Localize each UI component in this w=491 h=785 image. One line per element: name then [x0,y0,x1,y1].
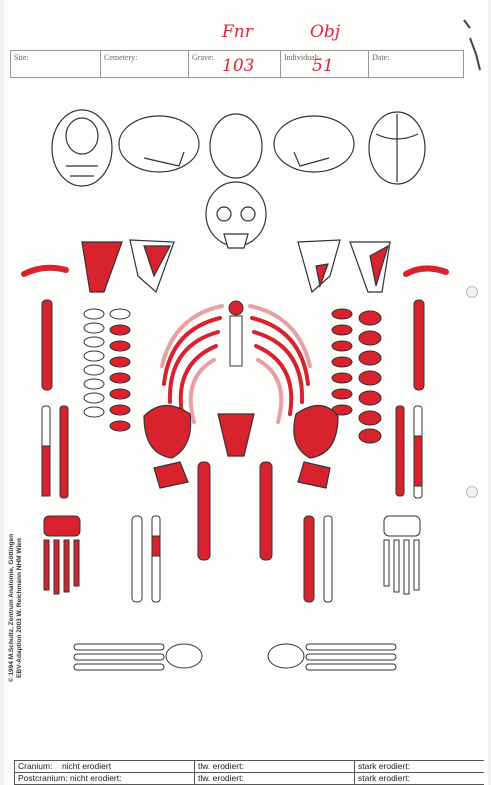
skull-lateral-right-view [119,116,199,172]
skull-frontal-view [210,114,262,178]
femur-left [260,462,272,560]
hand-left [384,516,420,594]
scapula-right-posterior [82,242,122,292]
fibula-right [152,516,160,602]
credits-line-2: EBV-Adaption 2003 W. Reichmann NHM Wien [16,518,24,698]
clavicle-right [24,268,66,274]
row-label: Postcranium: [18,773,68,783]
hand-right [44,516,80,594]
sacrum [218,414,254,456]
vertebral-column-left [332,309,381,443]
skeleton-diagram [4,96,488,696]
skull-inferior-view [52,110,112,186]
fibula-left [324,516,332,602]
header-grave: Grave: [189,51,281,77]
not-eroded: nicht erodiert: [70,773,122,783]
binder-hole-bottom [466,486,478,498]
clavicle-left [406,268,446,274]
humerus-right [42,300,52,390]
handwritten-obj: Obj [310,22,340,42]
foot-right [74,644,202,670]
strongly-eroded: stark erodiert: [354,761,484,772]
tibia-right [132,516,142,602]
radius-left [396,406,404,496]
ilium-left [294,405,338,458]
skull-anterior-view [206,182,266,248]
header-site: Site: [11,51,101,77]
ischium-right [154,462,188,488]
ilium-right [144,405,191,458]
sternum [230,316,242,366]
not-eroded: nicht erodiert [62,761,111,771]
tibia-left [304,516,314,602]
partly-eroded: tlw. erodiert: [194,761,354,772]
header-date: Date: [369,51,463,77]
erosion-row-cranium: Cranium: nicht erodiert tlw. erodiert: s… [14,760,484,772]
femur-right [198,462,210,560]
erosion-table: Cranium: nicht erodiert tlw. erodiert: s… [14,760,484,785]
handwritten-fnr: Fnr [222,22,253,42]
humerus-left [414,300,424,390]
row-label: Cranium: [18,761,52,771]
copyright-credits: © 1994 M.Schultz, Zentrum Anatomie, Gött… [8,518,24,698]
partly-eroded: tlw. erodiert: [194,773,354,784]
ischium-left [298,462,330,488]
skull-superior-view [369,112,425,184]
header-table: Site: Cemetery: Grave: Individual: Date: [10,50,464,78]
recording-sheet: Fnr Obj 103 51 Site: Cemetery: Grave: In… [4,0,488,785]
binder-hole-top [466,286,478,298]
erosion-row-postcranium: Postcranium: nicht erodiert: tlw. erodie… [14,772,484,785]
ulna-right [60,406,68,498]
header-cemetery: Cemetery: [101,51,189,77]
strongly-eroded: stark erodiert: [354,773,484,784]
foot-left [268,644,396,670]
header-individual: Individual: [281,51,369,77]
skull-lateral-left-view [274,116,354,172]
credits-line-1: © 1994 M.Schultz, Zentrum Anatomie, Gött… [8,518,16,698]
vertebral-column-right [84,309,130,431]
